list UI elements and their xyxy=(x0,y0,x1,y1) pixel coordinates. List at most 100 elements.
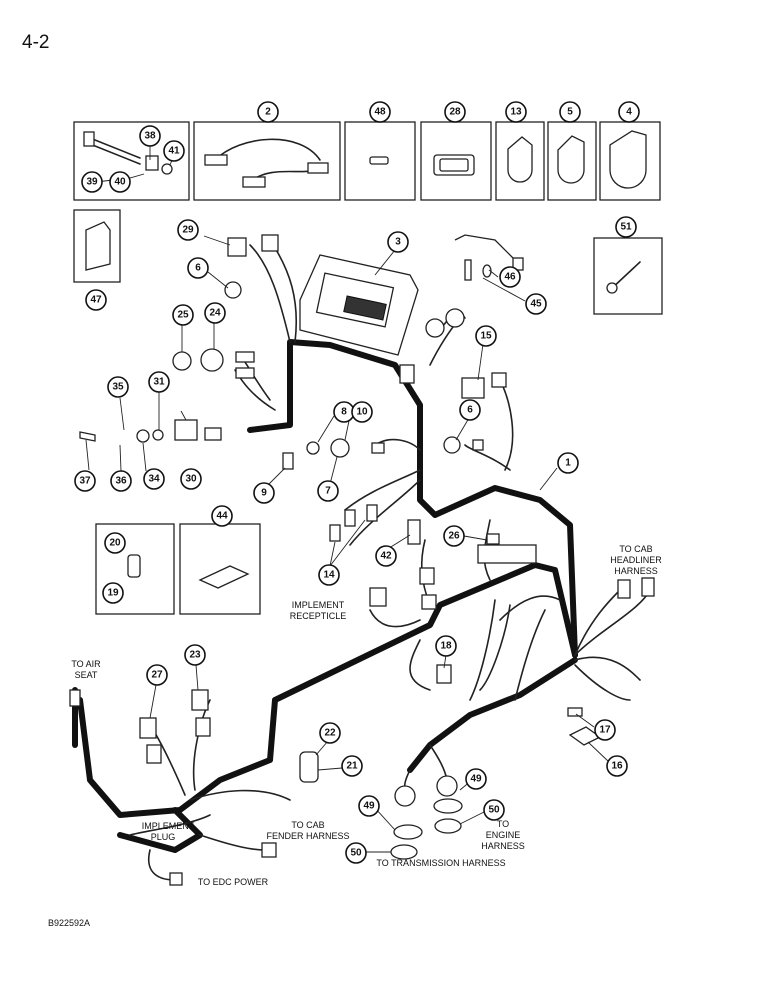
plug-42b xyxy=(421,594,437,610)
label-to-engine: TO xyxy=(497,819,509,829)
plug-42 xyxy=(419,567,435,585)
callout-1: 1 xyxy=(557,452,579,474)
lamp-wire-45 xyxy=(454,234,516,261)
svg-text:29: 29 xyxy=(182,225,194,236)
callout-19: 19 xyxy=(102,582,124,604)
svg-text:17: 17 xyxy=(599,725,611,736)
callout-6b: 6 xyxy=(459,399,481,421)
callout-51: 51 xyxy=(615,216,637,238)
relay-42 xyxy=(407,519,421,545)
callout-16: 16 xyxy=(606,755,628,777)
svg-text:40: 40 xyxy=(114,177,126,188)
svg-text:34: 34 xyxy=(148,474,160,485)
callout-38: 38 xyxy=(139,125,161,147)
callout-29: 29 xyxy=(177,219,199,241)
part-box-clip-47 xyxy=(73,209,121,283)
label-fender-harness: FENDER HARNESS xyxy=(266,831,349,841)
part-box-extension-cable xyxy=(193,121,341,201)
svg-text:2: 2 xyxy=(265,107,271,118)
callout-4: 4 xyxy=(618,101,640,123)
round-connector-b xyxy=(445,308,465,328)
ring-49b xyxy=(433,798,463,814)
svg-text:28: 28 xyxy=(449,107,461,118)
svg-text:49: 49 xyxy=(363,801,375,812)
callout-6a: 6 xyxy=(187,257,209,279)
socket-24a xyxy=(235,351,255,363)
callout-10: 10 xyxy=(351,401,373,423)
callout-9: 9 xyxy=(253,482,275,504)
main-harness-upper xyxy=(247,339,578,658)
callout-31: 31 xyxy=(148,371,170,393)
label-to-cab: TO CAB xyxy=(619,544,652,554)
callout-24: 24 xyxy=(204,302,226,324)
part-box-fuse xyxy=(344,121,416,201)
callout-45: 45 xyxy=(525,293,547,315)
callout-40: 40 xyxy=(109,171,131,193)
callout-49b: 49 xyxy=(465,768,487,790)
svg-text:23: 23 xyxy=(189,650,201,661)
svg-text:38: 38 xyxy=(144,131,156,142)
callout-27: 27 xyxy=(146,664,168,686)
callout-25: 25 xyxy=(172,304,194,326)
svg-text:22: 22 xyxy=(324,728,336,739)
part-box-hardware xyxy=(73,121,190,201)
callout-18: 18 xyxy=(435,635,457,657)
svg-text:47: 47 xyxy=(90,295,102,306)
engine-branch xyxy=(407,657,578,773)
knob-37 xyxy=(79,431,96,442)
connector-6b xyxy=(443,436,461,454)
implement-receptacle xyxy=(369,587,387,607)
callout-14: 14 xyxy=(318,564,340,586)
callout-41: 41 xyxy=(163,140,185,162)
svg-text:6: 6 xyxy=(195,263,201,274)
callout-35: 35 xyxy=(107,376,129,398)
connector-3 xyxy=(399,364,415,384)
part-box-clip-13 xyxy=(495,121,545,201)
callout-49a: 49 xyxy=(358,795,380,817)
callout-50a: 50 xyxy=(483,799,505,821)
svg-text:45: 45 xyxy=(530,299,542,310)
lamp-25 xyxy=(172,351,192,371)
grommet-engine xyxy=(436,775,458,797)
callout-42: 42 xyxy=(375,545,397,567)
svg-text:7: 7 xyxy=(325,486,331,497)
page-number: 4-2 xyxy=(22,32,50,53)
svg-text:6: 6 xyxy=(467,405,473,416)
svg-text:50: 50 xyxy=(350,848,362,859)
sender-9 xyxy=(282,452,294,470)
callout-30: 30 xyxy=(180,468,202,490)
edc-power-connector xyxy=(169,872,183,886)
svg-text:49: 49 xyxy=(470,774,482,785)
fuse-14c xyxy=(366,504,378,522)
round-connector-a xyxy=(425,318,445,338)
nut-31 xyxy=(152,429,164,441)
svg-text:50: 50 xyxy=(488,805,500,816)
label-headliner: HEADLINER xyxy=(610,555,662,565)
svg-text:1: 1 xyxy=(565,458,571,469)
callout-26: 26 xyxy=(443,525,465,547)
callout-22: 22 xyxy=(319,722,341,744)
headliner-connector-a xyxy=(617,579,631,599)
svg-text:44: 44 xyxy=(216,511,228,522)
callout-34: 34 xyxy=(143,468,165,490)
svg-text:8: 8 xyxy=(341,407,347,418)
connector-18 xyxy=(436,664,452,684)
callout-28: 28 xyxy=(444,101,466,123)
label-to-edc-power: TO EDC POWER xyxy=(198,877,269,887)
text-labels: TO CAB HEADLINER HARNESS IMPLEMENT RECEP… xyxy=(71,544,662,887)
label-implement-plug-2: PLUG xyxy=(151,832,176,842)
grommet-transmission xyxy=(394,785,416,807)
callout-46: 46 xyxy=(499,266,521,288)
svg-text:30: 30 xyxy=(185,474,197,485)
part-box-bracket xyxy=(179,523,261,615)
bracket-45 xyxy=(464,259,472,281)
svg-text:48: 48 xyxy=(374,107,386,118)
components xyxy=(69,234,655,886)
connector-15 xyxy=(461,377,485,399)
callout-39: 39 xyxy=(81,171,103,193)
switch-plug xyxy=(204,427,222,441)
svg-text:27: 27 xyxy=(151,670,163,681)
ring-8 xyxy=(306,441,320,455)
svg-text:25: 25 xyxy=(177,310,189,321)
callout-20: 20 xyxy=(104,532,126,554)
